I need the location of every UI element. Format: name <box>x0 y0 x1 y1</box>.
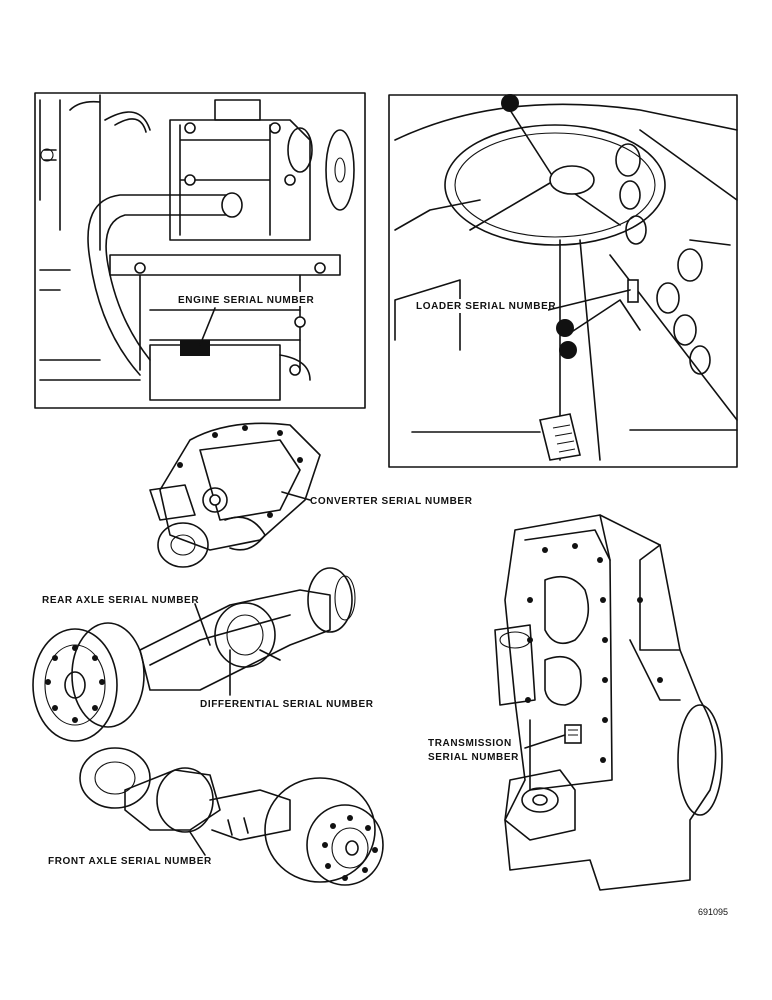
front-axle-illustration: FRONT AXLE SERIAL NUMBER <box>48 747 384 886</box>
differential-serial-label: DIFFERENTIAL SERIAL NUMBER <box>200 699 374 710</box>
front-axle-serial-label: FRONT AXLE SERIAL NUMBER <box>48 856 212 867</box>
engine-illustration-panel: ENGINE SERIAL NUMBER <box>34 92 366 409</box>
engine-serial-label: ENGINE SERIAL NUMBER <box>178 295 314 306</box>
rear-axle-illustration: REAR AXLE SERIAL NUMBER DIFFERENTIAL SER… <box>32 567 374 742</box>
loader-illustration-panel: LOADER SERIAL NUMBER <box>388 94 738 468</box>
figure-number: 691095 <box>698 907 728 917</box>
loader-serial-label: LOADER SERIAL NUMBER <box>416 301 556 312</box>
converter-illustration: CONVERTER SERIAL NUMBER <box>149 422 473 568</box>
rear-axle-serial-label: REAR AXLE SERIAL NUMBER <box>42 595 199 606</box>
transmission-serial-label-line2: SERIAL NUMBER <box>428 752 519 763</box>
transmission-illustration: TRANSMISSION SERIAL NUMBER <box>428 514 723 891</box>
converter-serial-label: CONVERTER SERIAL NUMBER <box>310 496 473 507</box>
transmission-serial-label-line1: TRANSMISSION <box>428 738 512 749</box>
